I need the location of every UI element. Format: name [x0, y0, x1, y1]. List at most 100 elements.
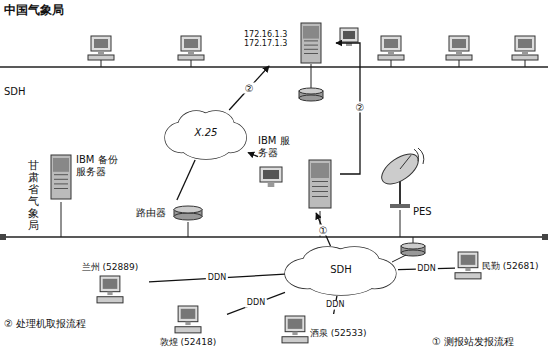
dish-reflector — [377, 148, 424, 190]
server-case — [51, 155, 71, 199]
node-label: 路由器 — [136, 207, 172, 219]
monitor-case — [260, 167, 282, 182]
node-label: 172.16.1.3 172.17.1.3 — [244, 30, 296, 48]
text-label: ① 测报站发报流程 — [432, 336, 514, 348]
network-node: 敦煌 (52418) — [150, 306, 227, 352]
network-node: 酒泉 (52533) — [282, 314, 379, 348]
node-label: IBM 备份 服务器 — [76, 154, 128, 177]
monitor-stand — [465, 268, 470, 271]
cma-lan-line — [0, 66, 548, 68]
server-slot — [54, 179, 68, 180]
keyboard — [178, 55, 204, 60]
drop-line — [391, 60, 392, 67]
dish-feed — [400, 155, 411, 169]
keyboard — [88, 55, 114, 60]
connector-label: DDN — [206, 274, 228, 283]
workstation-icon — [88, 36, 114, 60]
node-label: IBM 服务器 — [258, 135, 294, 158]
monitor-screen — [103, 279, 118, 289]
monitor-stand — [456, 51, 462, 54]
pc-icon — [455, 252, 481, 280]
monitor-screen — [288, 319, 303, 329]
connector-label: ① — [317, 224, 330, 235]
drop-line — [311, 64, 312, 88]
workstation-icon — [512, 36, 538, 60]
monitor-case — [100, 276, 120, 292]
workstation-icon — [378, 36, 404, 60]
monitor-icon — [260, 167, 282, 187]
workstation-icon — [178, 36, 204, 60]
connector — [177, 160, 195, 200]
monitor-stand — [268, 182, 275, 187]
server-case — [301, 23, 321, 63]
monitor-stand — [185, 322, 190, 325]
router-top — [299, 88, 323, 94]
network-node: SDH — [285, 246, 398, 296]
server-case — [309, 160, 331, 208]
network-node: PES — [375, 148, 445, 228]
drop-line — [61, 202, 62, 237]
dish-base — [390, 204, 410, 208]
router-top — [401, 243, 425, 249]
monitor-screen — [184, 39, 198, 48]
monitor-screen — [181, 309, 196, 319]
monitor-case — [381, 36, 401, 51]
router-top — [174, 206, 202, 213]
monitor-screen — [452, 39, 466, 48]
text-label: ② 处理机取报流程 — [4, 318, 86, 330]
connector-label: DDN — [415, 264, 437, 273]
monitor-screen — [94, 39, 108, 48]
connector-label: ② — [354, 101, 367, 112]
server-slot — [304, 49, 318, 50]
line-end-cap — [542, 234, 548, 240]
monitor-case — [285, 316, 305, 332]
network-node: 172.16.1.3 172.17.1.3 — [244, 20, 336, 66]
server-slot — [312, 186, 328, 187]
text-label: SDH — [4, 86, 26, 98]
server-slot — [54, 188, 68, 189]
monitor-case — [458, 252, 478, 268]
keyboard — [455, 273, 481, 279]
server-slot — [304, 40, 318, 41]
monitor-case — [181, 36, 201, 51]
monitor-case — [515, 36, 535, 51]
text-label: 中国气象局 — [4, 4, 64, 18]
drop-line — [101, 60, 102, 67]
server-icon — [300, 22, 322, 64]
node-label: 民勤 (52681) — [482, 261, 543, 271]
connector — [227, 292, 285, 314]
connector — [316, 213, 330, 246]
dish-icon — [375, 148, 425, 208]
monitor-stand — [292, 332, 297, 335]
connector-label: DDN — [324, 301, 346, 310]
monitor-screen — [263, 170, 279, 179]
node-label: PES — [413, 206, 443, 218]
node-label: 敦煌 (52418) — [150, 337, 226, 347]
server-panel — [311, 163, 329, 178]
monitor-case — [91, 36, 111, 51]
network-node: X.25 — [165, 110, 248, 160]
server-panel — [303, 26, 319, 39]
network-node: IBM 服务器 — [258, 135, 340, 213]
monitor-case — [449, 36, 469, 51]
network-node: IBM 备份 服务器 — [50, 148, 130, 206]
node-label: 兰州 (52889) — [72, 262, 148, 272]
workstation-icon — [446, 36, 472, 60]
drop-line — [400, 210, 401, 237]
router-bottom — [299, 95, 323, 101]
drop-line — [413, 237, 414, 243]
monitor-stand — [188, 51, 194, 54]
dish-waves — [414, 148, 424, 164]
monitor-screen — [384, 39, 398, 48]
monitor-stand — [388, 51, 394, 54]
router-icon — [174, 206, 202, 220]
router-link — [392, 255, 406, 262]
server-slot — [312, 196, 328, 197]
connector — [248, 153, 258, 157]
router-icon — [299, 88, 323, 101]
pc-icon — [175, 306, 201, 334]
drop-line — [188, 222, 189, 237]
gansu-lan-line — [0, 236, 548, 238]
monitor-stand — [522, 51, 528, 54]
